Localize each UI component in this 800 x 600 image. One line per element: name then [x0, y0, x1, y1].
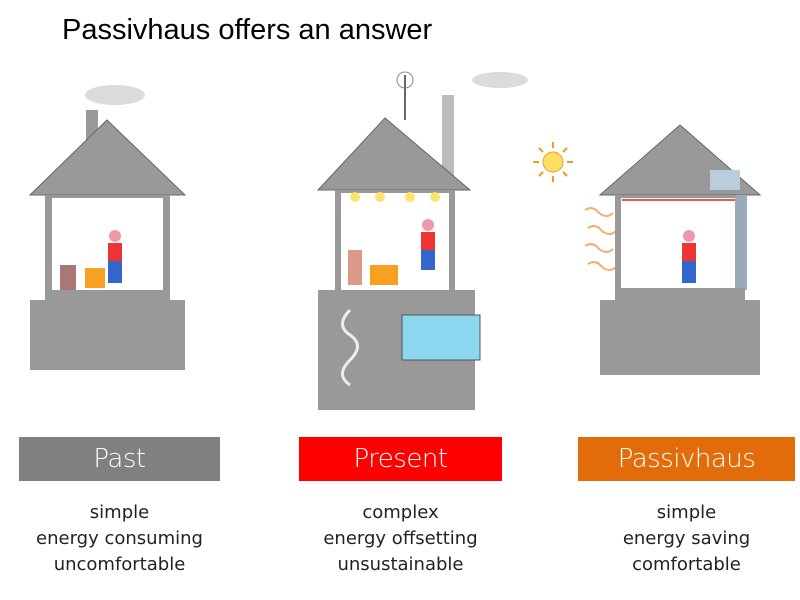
fire-icon — [85, 268, 105, 288]
desc-line: simple — [89, 502, 150, 523]
water-tank-icon — [401, 314, 481, 361]
desc-line: energy offsetting — [323, 528, 478, 549]
desc-line: comfortable — [632, 554, 741, 575]
desc-line: unsustainable — [337, 554, 464, 575]
label-past: Past — [19, 437, 220, 481]
desc-line: energy saving — [622, 528, 751, 549]
desc-line: complex — [362, 502, 439, 523]
label-passivhaus: Passivhaus — [578, 437, 795, 481]
smoke-icon — [85, 85, 145, 105]
passivhaus-description: simple energy saving comfortable — [578, 500, 795, 578]
past-house-illustration — [28, 85, 187, 370]
present-house-illustration — [316, 71, 528, 410]
heat-waves-icon — [584, 207, 617, 271]
desc-line: simple — [656, 502, 717, 523]
label-present: Present — [299, 437, 502, 481]
passivhaus-illustration — [533, 124, 762, 375]
house-illustrations — [28, 71, 762, 410]
ventilation-unit-icon — [710, 170, 740, 190]
desc-line: energy consuming — [36, 528, 203, 549]
present-description: complex energy offsetting unsustainable — [299, 500, 502, 578]
sun-icon — [533, 142, 573, 182]
desc-line: uncomfortable — [53, 554, 186, 575]
past-description: simple energy consuming uncomfortable — [19, 500, 220, 578]
page-title: Passivhaus offers an answer — [62, 14, 433, 46]
